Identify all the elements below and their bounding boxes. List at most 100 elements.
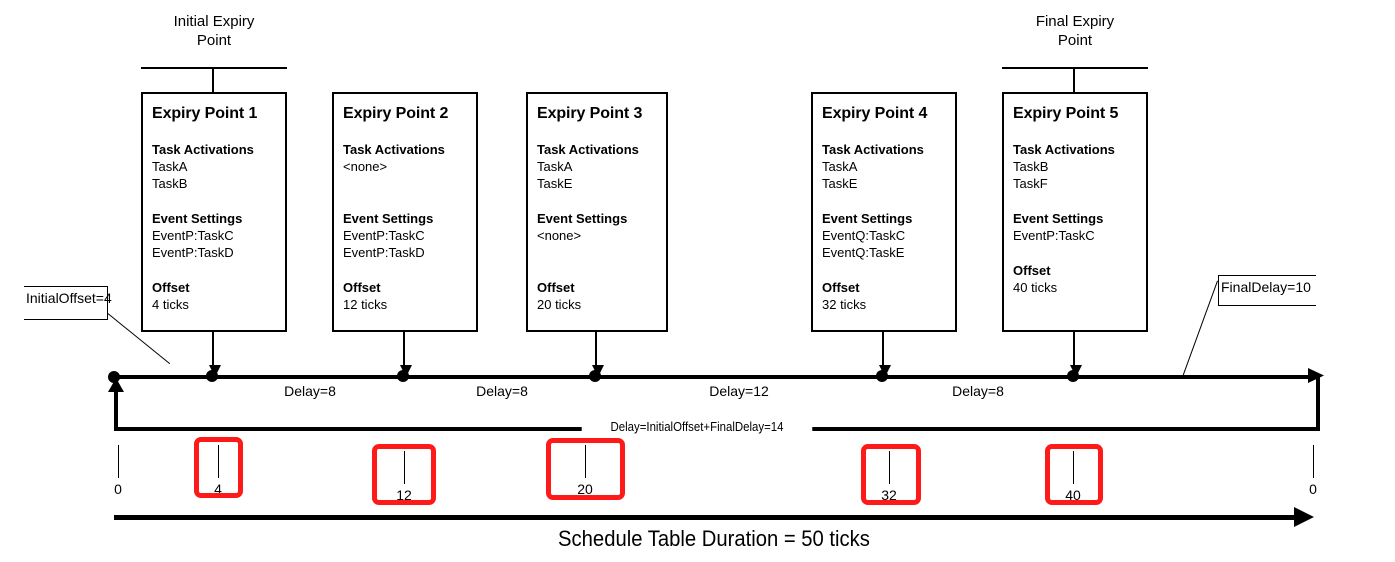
offset-heading: Offset [1013, 263, 1051, 278]
connector-expiry-1 [212, 332, 214, 377]
event-settings-heading: Event Settings [152, 211, 243, 226]
event-settings-heading: Event Settings [537, 211, 628, 226]
offset-heading: Offset [343, 280, 381, 295]
event-setting-spacer [537, 244, 666, 261]
tick-mark-32 [889, 451, 890, 484]
event-setting-item: EventP:TaskC [343, 228, 425, 243]
event-setting-item: EventP:TaskD [343, 245, 425, 260]
loop-delay-label: Delay=InitialOffset+FinalDelay=14 [581, 419, 813, 434]
timeline-return-arrowhead [108, 378, 124, 392]
expiry-point-box-2[interactable]: Expiry Point 2 Task Activations <none> E… [332, 92, 478, 332]
tick-mark-0-right [1313, 445, 1314, 478]
connector-expiry-3 [595, 332, 597, 377]
event-setting-item: EventQ:TaskC [822, 228, 906, 243]
delay-label-3: Delay=12 [709, 383, 769, 399]
highlight-box-tick-20 [546, 438, 625, 500]
event-setting-item: EventP:TaskD [152, 245, 234, 260]
expiry-point-box-5[interactable]: Expiry Point 5 Task Activations TaskB Ta… [1002, 92, 1148, 332]
event-setting-item: <none> [537, 228, 582, 243]
expiry-point-box-1[interactable]: Expiry Point 1 Task Activations TaskA Ta… [141, 92, 287, 332]
tick-mark-0-left [118, 445, 119, 478]
highlight-box-tick-4 [194, 437, 243, 498]
delay-label-4: Delay=8 [952, 383, 1004, 399]
task-activation-item: TaskA [537, 159, 573, 174]
task-activations-heading: Task Activations [1013, 142, 1115, 157]
task-activation-spacer [343, 175, 476, 192]
connector-expiry-5 [1073, 332, 1075, 377]
final-expiry-bracket-drop [1073, 67, 1075, 93]
task-activation-item: TaskE [822, 176, 858, 191]
task-activation-item: TaskB [152, 176, 188, 191]
expiry-point-title: Expiry Point 3 [537, 105, 643, 122]
expiry-point-title: Expiry Point 2 [343, 105, 449, 122]
tick-value-0-right: 0 [1309, 481, 1317, 497]
expiry-point-title: Expiry Point 1 [152, 105, 258, 122]
tick-value-20: 20 [577, 481, 593, 497]
timeline-main-bar [114, 375, 1318, 379]
initial-expiry-bracket-drop [212, 67, 214, 93]
connector-expiry-2 [403, 332, 405, 377]
expiry-marker-1 [206, 365, 221, 382]
task-activation-item: TaskB [1013, 159, 1049, 174]
tick-value-0-left: 0 [114, 481, 122, 497]
timeline-return-right-leg [1316, 375, 1320, 431]
final-delay-callout: FinalDelay=10 [1218, 275, 1316, 306]
offset-value: 12 ticks [343, 297, 388, 312]
highlight-box-tick-40 [1045, 444, 1103, 505]
highlight-box-tick-32 [861, 444, 921, 505]
event-settings-heading: Event Settings [343, 211, 434, 226]
initial-offset-callout: InitialOffset=4 [24, 286, 112, 320]
delay-label-2: Delay=8 [476, 383, 528, 399]
offset-value: 40 ticks [1013, 280, 1058, 295]
expiry-marker-4 [876, 365, 891, 382]
connector-expiry-4 [882, 332, 884, 377]
expiry-marker-5 [1067, 365, 1082, 382]
offset-value: 20 ticks [537, 297, 582, 312]
initial-expiry-point-label: Initial Expiry Point [173, 13, 255, 49]
expiry-marker-3 [589, 365, 604, 382]
tick-value-32: 32 [881, 487, 897, 503]
expiry-point-box-3[interactable]: Expiry Point 3 Task Activations TaskA Ta… [526, 92, 668, 332]
offset-heading: Offset [152, 280, 190, 295]
event-setting-item: EventP:TaskC [1013, 228, 1095, 243]
task-activations-heading: Task Activations [822, 142, 924, 157]
timeline-start-dot [108, 371, 120, 383]
task-activation-item: TaskA [152, 159, 188, 174]
offset-value: 4 ticks [152, 297, 189, 312]
expiry-point-title: Expiry Point 4 [822, 105, 928, 122]
highlight-box-tick-12 [372, 444, 436, 505]
final-delay-leader-line [1181, 280, 1218, 379]
task-activation-item: TaskF [1013, 176, 1048, 191]
event-settings-heading: Event Settings [822, 211, 913, 226]
tick-mark-12 [404, 451, 405, 484]
task-activations-heading: Task Activations [537, 142, 639, 157]
task-activation-item: <none> [343, 159, 388, 174]
tick-mark-40 [1073, 451, 1074, 484]
expiry-marker-2 [397, 365, 412, 382]
offset-value: 32 ticks [822, 297, 867, 312]
initial-expiry-bracket-line [141, 67, 287, 69]
timeline-return-left-leg [114, 384, 118, 431]
offset-heading: Offset [537, 280, 575, 295]
final-delay-label: FinalDelay=10 [1221, 279, 1311, 295]
duration-caption: Schedule Table Duration = 50 ticks [558, 526, 870, 551]
task-activations-heading: Task Activations [343, 142, 445, 157]
tick-value-12: 12 [396, 487, 412, 503]
task-activation-item: TaskA [822, 159, 858, 174]
task-activations-heading: Task Activations [152, 142, 254, 157]
duration-arrow-shaft [114, 515, 1300, 520]
delay-label-1: Delay=8 [284, 383, 336, 399]
tick-mark-4 [218, 445, 219, 478]
initial-offset-label: InitialOffset=4 [26, 290, 112, 306]
duration-arrowhead [1294, 507, 1314, 527]
offset-heading: Offset [822, 280, 860, 295]
event-settings-heading: Event Settings [1013, 211, 1104, 226]
expiry-point-box-4[interactable]: Expiry Point 4 Task Activations TaskA Ta… [811, 92, 957, 332]
final-expiry-bracket-line [1002, 67, 1148, 69]
tick-value-4: 4 [214, 481, 222, 497]
event-setting-item: EventP:TaskC [152, 228, 234, 243]
task-activation-item: TaskE [537, 176, 573, 191]
expiry-point-title: Expiry Point 5 [1013, 105, 1119, 122]
final-expiry-point-label: Final Expiry Point [1035, 13, 1115, 49]
